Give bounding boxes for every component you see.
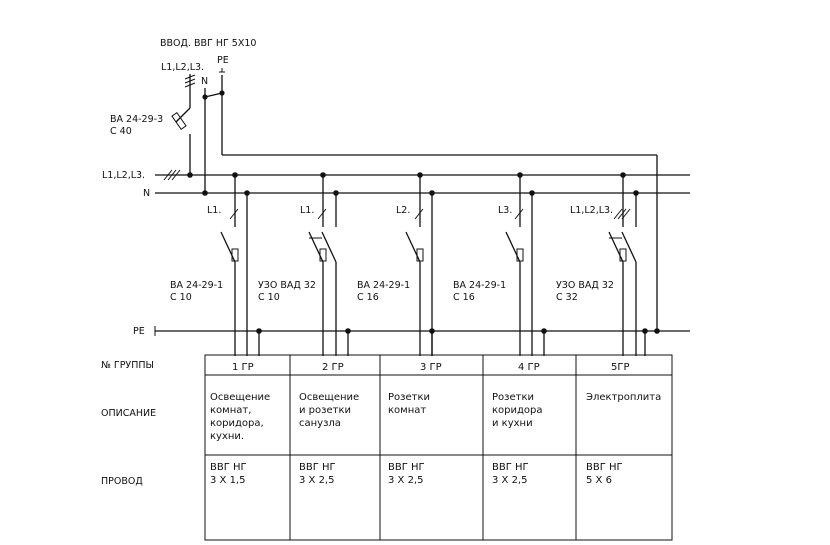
group-3-cable-line: ВВГ НГ (388, 462, 425, 473)
group-1-cable-line: ВВГ НГ (210, 462, 247, 473)
group-4-description-line: Розетки (492, 392, 534, 403)
bus-neutral-label: N (143, 188, 150, 199)
group-5-breaker-release (619, 248, 627, 262)
group-5-phase-label: L1,L2,L3. (570, 205, 613, 216)
group-4-cable-line: ВВГ НГ (492, 462, 529, 473)
group-3-cable-line: 3 Х 2,5 (388, 475, 423, 486)
bus-pe-label: PE (133, 326, 145, 337)
group-5-breaker-contact (608, 231, 624, 263)
group-1-number: 1 ГР (232, 362, 254, 373)
input-phases-label: L1,L2,L3. (161, 62, 204, 73)
group-2-description-line: Освещение (299, 392, 359, 403)
main-breaker-symbol (171, 107, 191, 175)
main-breaker-rating: С 40 (110, 126, 132, 137)
group-4-device: ВА 24-29-1 (453, 280, 506, 291)
group-5-device: УЗО ВАД 32 (556, 280, 614, 291)
group-5-phase-slash-2 (613, 208, 623, 220)
group-1-device: ВА 24-29-1 (170, 280, 223, 291)
group-5-rcd-contact (621, 231, 637, 263)
group-table (204, 354, 673, 541)
input-label: ВВОД. ВВГ НГ 5Х10 (160, 38, 256, 49)
input-phase-wire (184, 74, 196, 108)
group-4-rating: С 16 (453, 292, 475, 303)
group-5-description-line: Электроплита (586, 392, 661, 403)
row-label-description: ОПИСАНИЕ (101, 408, 156, 419)
group-2-device: УЗО ВАД 32 (258, 280, 316, 291)
input-neutral-label: N (201, 76, 208, 87)
group-2-description-line: и розетки (299, 405, 351, 416)
group-4-cable-line: 3 Х 2,5 (492, 475, 527, 486)
group-4-phase-slash (514, 208, 524, 220)
group-2-cable-line: ВВГ НГ (299, 462, 336, 473)
row-label-group: № ГРУППЫ (101, 360, 154, 371)
group-4-number: 4 ГР (518, 362, 540, 373)
group-2-phase-slash (317, 208, 327, 220)
group-4-breaker-release (516, 248, 524, 262)
group-2-phase-label: L1. (300, 205, 314, 216)
group-2-description-line: санузла (299, 418, 341, 429)
group-5-phase-slash-3 (621, 208, 631, 220)
group-2-rcd-contact (321, 231, 337, 263)
group-5-number: 5ГР (611, 362, 630, 373)
group-2-breaker-release (319, 248, 327, 262)
group-2-number: 2 ГР (322, 362, 344, 373)
group-1-breaker-release (231, 248, 239, 262)
group-3-number: 3 ГР (420, 362, 442, 373)
group-3-phase-label: L2. (396, 205, 410, 216)
group-3-device: ВА 24-29-1 (357, 280, 410, 291)
group-1-description-line: кухни. (210, 431, 244, 442)
group-1-description-line: комнат, (210, 405, 251, 416)
bus-phase-label: L1,L2,L3. (102, 170, 145, 181)
group-3-description-line: комнат (388, 405, 426, 416)
group-1-cable-line: 3 Х 1,5 (210, 475, 245, 486)
group-2-breaker-contact (308, 231, 324, 263)
group-5-cable-line: 5 Х 6 (586, 475, 612, 486)
group-5-cable-line: ВВГ НГ (586, 462, 623, 473)
pe-bus (154, 326, 690, 336)
group-1-rating: С 10 (170, 292, 192, 303)
group-4-phase-label: L3. (498, 205, 512, 216)
group-2-rating: С 10 (258, 292, 280, 303)
group-5-rating: С 32 (556, 292, 578, 303)
group-1-breaker-contact (220, 231, 236, 263)
group-3-breaker-contact (405, 231, 421, 263)
group-circuits: L1.ВА 24-29-1С 101 ГРОсвещениекомнат,кор… (170, 172, 661, 486)
group-1-phase-label: L1. (207, 205, 221, 216)
row-label-cable: ПРОВОД (101, 476, 143, 487)
group-5-phase-slash (617, 208, 627, 220)
group-4-description-line: коридора (492, 405, 543, 416)
group-1-description-line: Освещение (210, 392, 270, 403)
group-1-description-line: коридора, (210, 418, 264, 429)
group-4-breaker-contact (505, 231, 521, 263)
group-4-description-line: и кухни (492, 418, 533, 429)
input-pe-wire (204, 68, 658, 331)
group-3-description-line: Розетки (388, 392, 430, 403)
input-pe-label: PE (217, 55, 229, 66)
group-1-phase-slash (229, 208, 239, 220)
group-3-rating: С 16 (357, 292, 379, 303)
group-3-phase-slash (414, 208, 424, 220)
group-3-breaker-release (416, 248, 424, 262)
group-2-cable-line: 3 Х 2,5 (299, 475, 334, 486)
input-neutral-wire (202, 88, 208, 196)
main-breaker-model: ВА 24-29-3 (110, 114, 163, 125)
